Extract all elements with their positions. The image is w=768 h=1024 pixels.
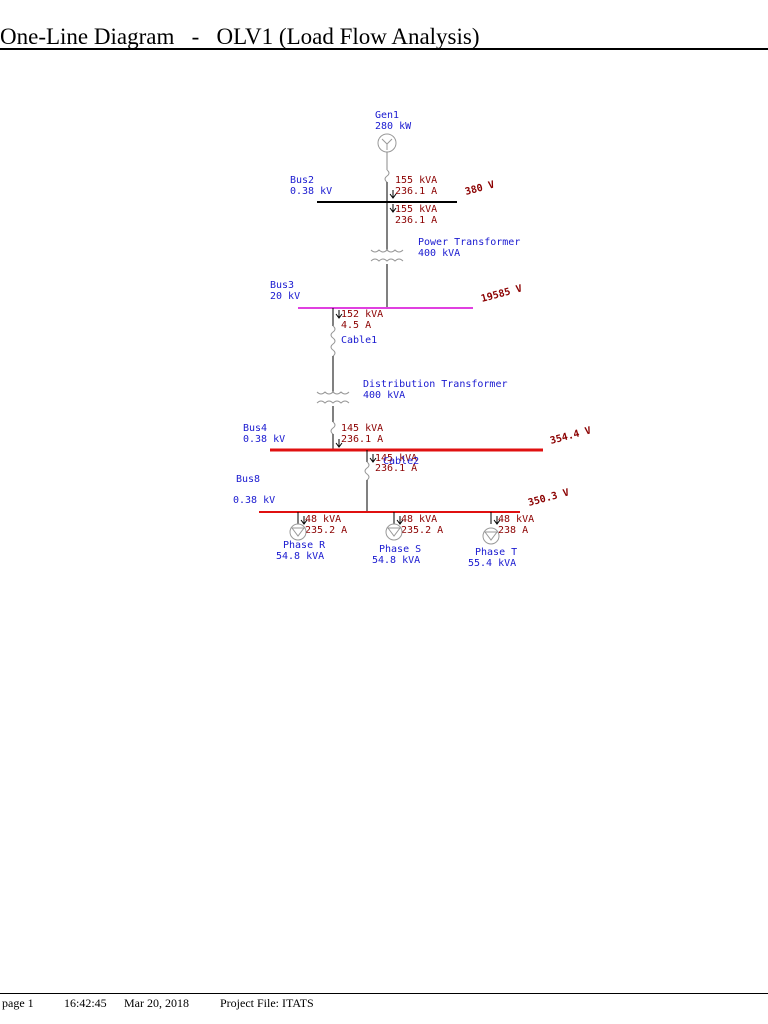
gen-flow-amps: 236.1 A — [395, 186, 437, 197]
bus3-name: Bus3 — [270, 280, 294, 291]
page-title: One-Line Diagram - OLV1 (Load Flow Analy… — [0, 24, 480, 49]
flow-arrow-icon — [389, 190, 397, 199]
phase-s-name: Phase S — [379, 544, 421, 555]
footer-project: Project File: ITATS — [220, 996, 314, 1010]
flow-arrow-icon — [493, 516, 501, 525]
bus4-name: Bus4 — [243, 423, 267, 434]
bus3-voltage: 19585 V — [480, 283, 524, 305]
distribution-transformer-rating: 400 kVA — [363, 390, 405, 401]
power-transformer-icon[interactable] — [370, 249, 404, 262]
footer-date: Mar 20, 2018 — [124, 996, 189, 1010]
bus4-kv: 0.38 kV — [243, 434, 285, 445]
bus4-voltage: 354.4 V — [549, 425, 593, 447]
gen1-rating: 280 kW — [375, 121, 412, 132]
dt-breaker-icon — [330, 421, 336, 435]
footer-time: 16:42:45 — [64, 996, 107, 1010]
bus4-in-flow-amps: 236.1 A — [341, 434, 383, 445]
bus8-voltage: 350.3 V — [527, 487, 571, 509]
phase-t-flow-kva: 48 kVA — [498, 514, 534, 525]
bus4-out-flow-kva: 145 kVA — [375, 453, 417, 464]
phase-r-name: Phase R — [283, 540, 326, 551]
flow-arrow-icon — [396, 516, 404, 525]
phase-r-rating: 54.8 kVA — [276, 551, 324, 562]
gen-flow-kva: 155 kVA — [395, 175, 437, 186]
bus2-name: Bus2 — [290, 175, 314, 186]
bus3-flow-amps: 4.5 A — [341, 320, 371, 331]
bus8-name: Bus8 — [236, 474, 260, 485]
phase-t-name: Phase T — [475, 547, 517, 558]
footer-rule — [0, 993, 768, 994]
flow-arrow-icon — [389, 204, 397, 213]
phase-r-load-icon[interactable] — [289, 523, 307, 541]
phase-r-flow-kva: 48 kVA — [305, 514, 341, 525]
bus2-voltage: 380 V — [464, 179, 496, 197]
one-line-diagram: Gen1 280 kW 155 kVA 236.1 A Bus2 0.38 kV… — [233, 110, 593, 569]
phase-s-rating: 54.8 kVA — [372, 555, 420, 566]
gen1-name: Gen1 — [375, 110, 399, 121]
bus2-kv: 0.38 kV — [290, 186, 332, 197]
flow-arrow-icon — [369, 454, 377, 463]
generator-icon[interactable] — [377, 133, 397, 153]
phase-t-rating: 55.4 kVA — [468, 558, 516, 569]
phase-t-flow-amps: 238 A — [498, 525, 528, 536]
phase-t-load-icon[interactable] — [482, 527, 500, 545]
bus3-flow-kva: 152 kVA — [341, 309, 383, 320]
bus4-out-flow-amps: 236.1 A — [375, 463, 417, 474]
bus3-kv: 20 kV — [270, 291, 300, 302]
header-rule — [0, 48, 768, 50]
power-transformer-name: Power Transformer — [418, 237, 520, 248]
distribution-transformer-icon[interactable] — [316, 391, 350, 404]
cable1-name: Cable1 — [341, 335, 377, 346]
bus2-flow-amps: 236.1 A — [395, 215, 437, 226]
flow-arrow-icon — [335, 439, 343, 448]
phase-s-load-icon[interactable] — [385, 523, 403, 541]
cable2-icon[interactable] — [364, 461, 370, 481]
phase-s-flow-amps: 235.2 A — [401, 525, 443, 536]
bus4-in-flow-kva: 145 kVA — [341, 423, 383, 434]
flow-arrow-icon — [335, 310, 343, 319]
flow-arrow-icon — [300, 516, 308, 525]
cable2-name: Cable2 — [383, 456, 419, 467]
power-transformer-rating: 400 kVA — [418, 248, 460, 259]
phase-r-flow-amps: 235.2 A — [305, 525, 347, 536]
distribution-transformer-name: Distribution Transformer — [363, 379, 508, 390]
phase-s-flow-kva: 48 kVA — [401, 514, 437, 525]
gen-breaker-icon — [384, 169, 390, 183]
footer-page: page 1 — [2, 996, 34, 1010]
bus2-flow-kva: 155 kVA — [395, 204, 437, 215]
bus8-kv: 0.38 kV — [233, 495, 275, 506]
cable1-icon[interactable] — [330, 325, 336, 357]
